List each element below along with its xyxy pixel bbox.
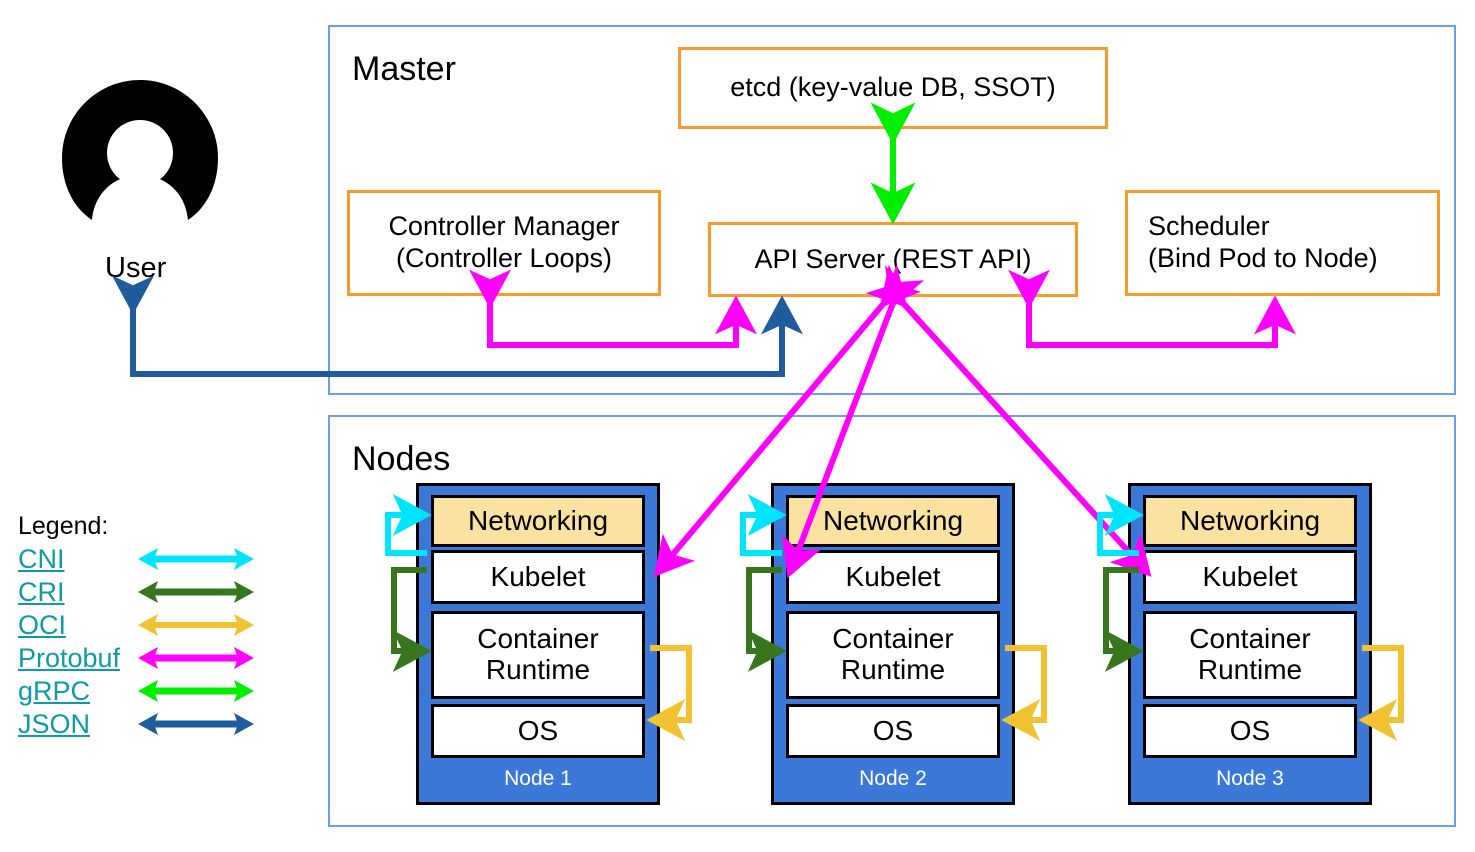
node-2-layer-networking-label: Networking [822,504,964,536]
node-2-layer-container-runtime[interactable]: Container Runtime [786,611,1000,699]
node-3-name: Node 3 [1216,767,1284,790]
node-3-layer-kubelet[interactable]: Kubelet [1143,550,1357,604]
legend-label-json[interactable]: JSON [18,708,91,739]
component-scheduler[interactable]: Scheduler (Bind Pod to Node) [1125,190,1440,296]
component-controller-manager-label-line2: (Controller Loops) [395,243,613,273]
user-avatar-icon [62,80,218,220]
component-controller-manager[interactable]: Controller Manager (Controller Loops) [347,190,661,296]
node-2-layer-os[interactable]: OS [786,704,1000,758]
node-2-layer-container-runtime-label: Container Runtime [832,623,954,685]
user-label: User [105,252,167,284]
node-3-layer-networking[interactable]: Networking [1143,495,1357,547]
component-scheduler-label-line1: Scheduler [1148,211,1270,242]
node-2-layer-os-label: OS [872,714,914,746]
node-1-layer-networking-label: Networking [467,504,609,536]
nodes-group-title: Nodes [352,440,451,478]
node-1-layer-kubelet-label: Kubelet [490,560,586,592]
legend-row-json[interactable]: JSON [18,708,256,741]
legend-arrow-cri [138,581,254,604]
legend-row-cni[interactable]: CNI [18,543,256,576]
master-group-title: Master [352,50,456,88]
legend: Legend: CNI CRI OCI [18,512,256,741]
node-3-layer-kubelet-label: Kubelet [1202,560,1298,592]
node-card-1[interactable]: Networking Kubelet Container Runtime OS … [416,483,660,805]
node-1-layer-container-runtime[interactable]: Container Runtime [431,611,645,699]
node-3-layer-networking-label: Networking [1179,504,1321,536]
node-card-2[interactable]: Networking Kubelet Container Runtime OS … [771,483,1015,805]
legend-arrow-grpc [138,680,254,703]
legend-row-protobuf[interactable]: Protobuf [18,642,256,675]
node-2-layer-networking[interactable]: Networking [786,495,1000,547]
component-etcd-label: etcd (key-value DB, SSOT) [730,72,1056,103]
legend-arrow-oci [138,614,254,637]
legend-arrow-protobuf [138,647,254,670]
node-3-layer-container-runtime-label: Container Runtime [1189,623,1311,685]
node-2-layer-kubelet[interactable]: Kubelet [786,550,1000,604]
legend-title: Legend: [18,512,109,540]
node-2-name: Node 2 [859,767,927,790]
node-card-3[interactable]: Networking Kubelet Container Runtime OS … [1128,483,1372,805]
legend-row-oci[interactable]: OCI [18,609,256,642]
node-3-layer-os[interactable]: OS [1143,704,1357,758]
legend-label-oci[interactable]: OCI [18,609,67,640]
legend-arrow-json [138,713,254,736]
node-1-layer-container-runtime-label: Container Runtime [477,623,599,685]
node-1-layer-networking[interactable]: Networking [431,495,645,547]
node-2-layer-kubelet-label: Kubelet [845,560,941,592]
node-1-layer-os-label: OS [517,714,559,746]
node-1-name: Node 1 [504,767,572,790]
legend-label-protobuf[interactable]: Protobuf [18,642,121,673]
legend-label-grpc[interactable]: gRPC [18,675,91,706]
node-1-layer-kubelet[interactable]: Kubelet [431,550,645,604]
node-1-layer-os[interactable]: OS [431,704,645,758]
legend-arrow-cni [138,548,254,571]
legend-label-cri[interactable]: CRI [18,576,65,607]
component-controller-manager-label-line1: Controller Manager [388,211,620,242]
legend-row-grpc[interactable]: gRPC [18,675,256,708]
node-3-layer-container-runtime[interactable]: Container Runtime [1143,611,1357,699]
node-3-layer-os-label: OS [1229,714,1271,746]
legend-row-cri[interactable]: CRI [18,576,256,609]
component-api-server[interactable]: API Server (REST API) [708,222,1078,297]
legend-label-cni[interactable]: CNI [18,543,65,574]
component-scheduler-label-line2: (Bind Pod to Node) [1148,243,1378,273]
component-api-server-label: API Server (REST API) [754,243,1032,274]
component-etcd[interactable]: etcd (key-value DB, SSOT) [678,47,1108,129]
